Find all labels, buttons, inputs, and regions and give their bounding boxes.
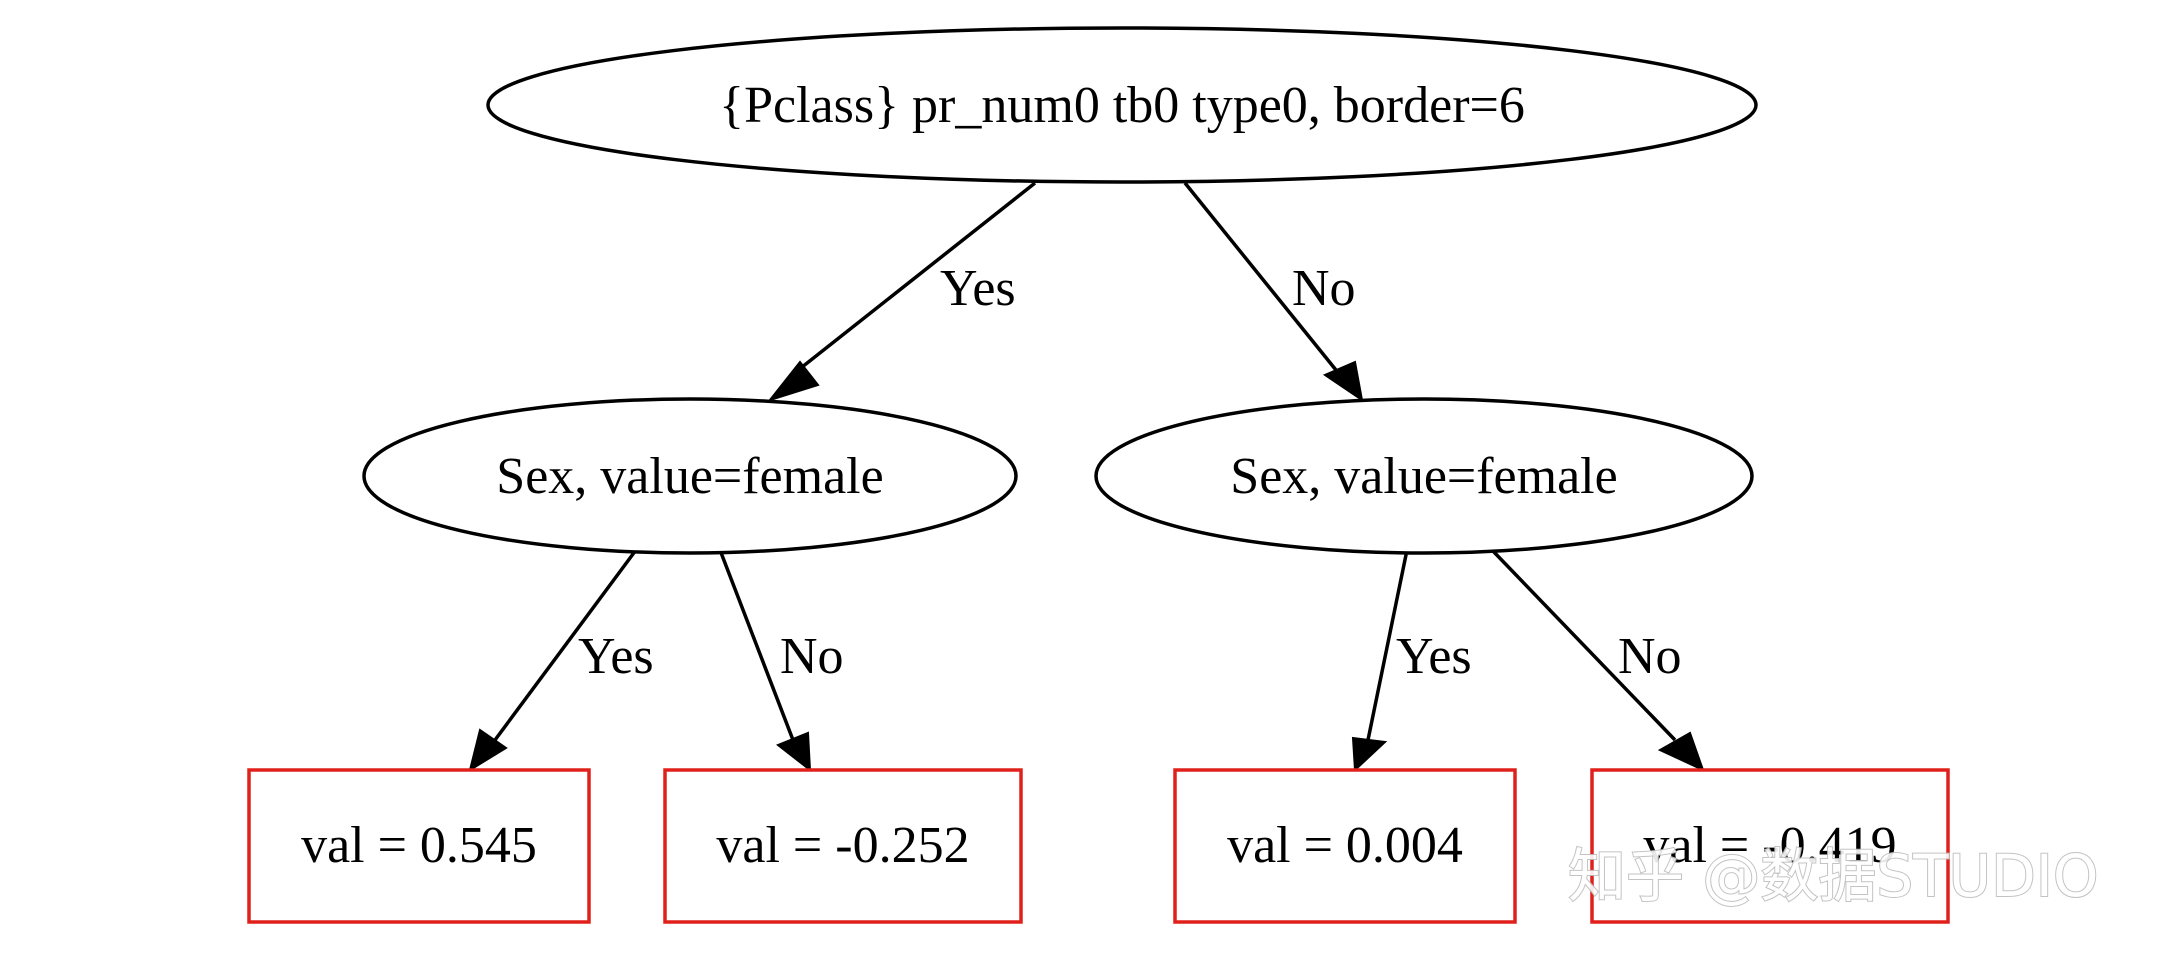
leaf-node-1: val = 0.545 — [247, 768, 591, 924]
edge-label-right-no: No — [1618, 628, 1682, 685]
edge-label-right-yes: Yes — [1396, 628, 1472, 685]
arrowheads — [468, 360, 1705, 773]
leaf-node-1-label: val = 0.545 — [301, 817, 537, 874]
edge-label-left-no: No — [780, 628, 844, 685]
edge-left-yes — [493, 548, 638, 742]
right-split-node-shape — [1094, 397, 1754, 555]
edge-left-no — [718, 549, 795, 741]
leaf-node-4-label: val = -0.419 — [1643, 817, 1896, 874]
edge-root-yes — [790, 181, 1037, 377]
edge-label-root-yes: Yes — [940, 260, 1016, 317]
edge-label-left-yes: Yes — [578, 628, 654, 685]
left-split-node: Sex, value=female — [362, 397, 1018, 555]
right-split-node-label: Sex, value=female — [1230, 448, 1617, 505]
arrowhead-root-no — [1322, 360, 1364, 403]
leaf-node-1-box — [247, 768, 591, 924]
leaf-node-4: val = -0.419 — [1590, 768, 1950, 924]
arrowhead-right-no — [1657, 731, 1705, 772]
leaf-node-2: val = -0.252 — [663, 768, 1023, 924]
arrowhead-left-no — [776, 731, 812, 773]
left-split-node-shape — [362, 397, 1018, 555]
leaf-node-2-box — [663, 768, 1023, 924]
right-split-node: Sex, value=female — [1094, 397, 1754, 555]
leaf-node-3-label: val = 0.004 — [1227, 817, 1463, 874]
arrowhead-right-yes — [1351, 736, 1388, 773]
leaf-node-2-label: val = -0.252 — [716, 817, 969, 874]
edge-label-root-no: No — [1292, 260, 1356, 317]
left-split-node-label: Sex, value=female — [496, 448, 883, 505]
edge-right-yes — [1366, 549, 1409, 741]
arrowhead-root-yes — [767, 360, 820, 402]
root-node: {Pclass} pr_num0 tb0 type0, border=6 — [486, 26, 1758, 184]
root-node-shape — [486, 26, 1758, 184]
edges — [493, 181, 1677, 742]
leaf-node-3: val = 0.004 — [1173, 768, 1517, 924]
edge-root-no — [1183, 181, 1342, 377]
leaf-node-4-box — [1590, 768, 1950, 924]
arrowhead-left-yes — [468, 728, 508, 773]
watermark: 知乎 @数据STUDIO — [1568, 842, 2099, 910]
root-node-label: {Pclass} pr_num0 tb0 type0, border=6 — [719, 77, 1525, 134]
leaf-node-3-box — [1173, 768, 1517, 924]
edge-right-no — [1490, 548, 1677, 742]
